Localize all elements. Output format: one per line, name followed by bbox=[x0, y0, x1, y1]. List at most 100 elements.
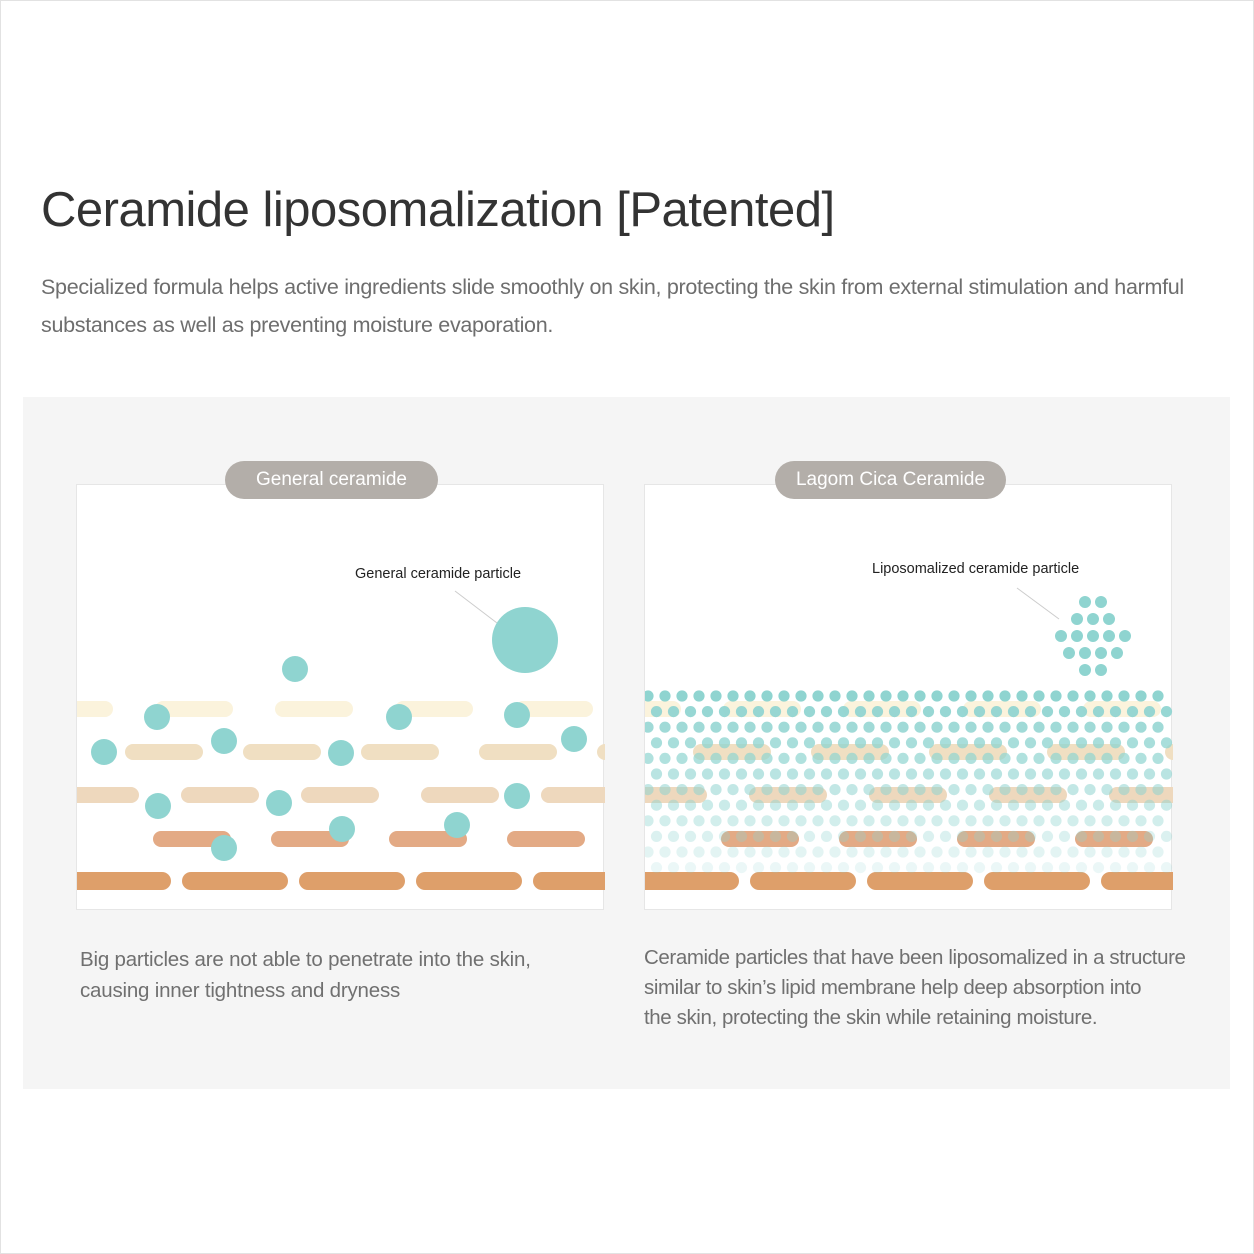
liposome-dot bbox=[786, 862, 799, 874]
liposome-dot bbox=[769, 862, 782, 874]
liposome-dot bbox=[684, 830, 697, 842]
lagom-layer-capsule bbox=[1101, 872, 1173, 890]
liposome-dot bbox=[1033, 784, 1045, 796]
liposome-dot bbox=[659, 721, 671, 733]
liposome-dot bbox=[1033, 690, 1045, 702]
general-layer-capsule bbox=[361, 744, 439, 760]
liposome-dot bbox=[1160, 706, 1173, 718]
liposome-dot bbox=[956, 737, 969, 749]
liposome-dot bbox=[999, 752, 1011, 764]
liposome-dot bbox=[752, 768, 765, 780]
liposome-dot bbox=[1084, 721, 1096, 733]
liposome-dot bbox=[1135, 784, 1147, 796]
liposome-dot bbox=[645, 752, 654, 764]
liposome-dot bbox=[812, 690, 824, 702]
page-description: Specialized formula helps active ingredi… bbox=[41, 275, 1184, 337]
liposome-dot bbox=[1143, 737, 1156, 749]
general-ceramide-dot bbox=[266, 790, 292, 816]
liposome-dot bbox=[710, 721, 722, 733]
liposome-dot bbox=[982, 752, 994, 764]
liposome-dot bbox=[1024, 862, 1037, 874]
liposome-dot bbox=[939, 830, 952, 842]
liposome-dot bbox=[1058, 737, 1071, 749]
liposome-dot bbox=[1067, 752, 1079, 764]
liposome-dot bbox=[829, 846, 841, 858]
liposome-dot bbox=[744, 690, 756, 702]
liposome-dot bbox=[829, 752, 841, 764]
liposome-dot bbox=[1050, 846, 1062, 858]
page-title: Ceramide liposomalization [Patented] bbox=[41, 183, 835, 237]
liposome-dot bbox=[1143, 799, 1156, 811]
liposome-dot bbox=[888, 862, 901, 874]
liposome-dot bbox=[905, 768, 918, 780]
general-ceramide-dot bbox=[91, 739, 117, 765]
liposome-dot bbox=[1050, 815, 1062, 827]
liposome-dot bbox=[956, 799, 969, 811]
liposome-dot bbox=[956, 706, 969, 718]
lagom-caption-line-3: the skin, protecting the skin while reta… bbox=[644, 1006, 1098, 1029]
liposome-dot bbox=[1050, 721, 1062, 733]
liposome-dot bbox=[786, 830, 799, 842]
liposome-dot bbox=[973, 768, 986, 780]
liposome-dot bbox=[1101, 690, 1113, 702]
liposome-dot bbox=[1135, 690, 1147, 702]
liposome-dot bbox=[812, 815, 824, 827]
liposome-dot bbox=[965, 690, 977, 702]
liposome-cluster-dot bbox=[1055, 630, 1067, 642]
liposome-dot bbox=[914, 784, 926, 796]
general-layer-capsule bbox=[515, 701, 593, 717]
liposome-dot bbox=[871, 862, 884, 874]
liposome-dot bbox=[769, 768, 782, 780]
liposome-dot bbox=[871, 737, 884, 749]
liposome-dot bbox=[718, 830, 731, 842]
general-layer-capsule bbox=[479, 744, 557, 760]
liposome-dot bbox=[922, 799, 935, 811]
liposome-dot bbox=[1041, 830, 1054, 842]
liposome-dot bbox=[693, 815, 705, 827]
general-layer-capsule bbox=[181, 787, 259, 803]
liposome-dot bbox=[931, 752, 943, 764]
general-ceramide-diagram bbox=[76, 484, 605, 910]
liposome-dot bbox=[854, 830, 867, 842]
liposome-cluster-dot bbox=[1119, 630, 1131, 642]
liposome-dot bbox=[837, 737, 850, 749]
liposome-dot bbox=[939, 706, 952, 718]
liposome-dot bbox=[880, 721, 892, 733]
general-layer-capsule bbox=[541, 787, 605, 803]
liposome-dot bbox=[1092, 768, 1105, 780]
liposome-dot bbox=[1126, 862, 1139, 874]
general-ceramide-dot bbox=[328, 740, 354, 766]
liposome-dot bbox=[1092, 862, 1105, 874]
liposome-dot bbox=[1016, 752, 1028, 764]
liposome-dot bbox=[778, 815, 790, 827]
liposome-dot bbox=[871, 768, 884, 780]
liposome-dot bbox=[931, 690, 943, 702]
liposome-dot bbox=[1152, 815, 1164, 827]
liposome-dot bbox=[701, 830, 714, 842]
liposome-dot bbox=[693, 690, 705, 702]
liposome-dot bbox=[645, 690, 654, 702]
liposome-dot bbox=[914, 846, 926, 858]
liposome-cluster-dot bbox=[1087, 630, 1099, 642]
liposome-dot bbox=[973, 706, 986, 718]
liposome-dot bbox=[931, 846, 943, 858]
liposome-dot bbox=[999, 846, 1011, 858]
liposome-dot bbox=[1152, 690, 1164, 702]
liposome-dot bbox=[650, 799, 663, 811]
liposome-dot bbox=[1050, 784, 1062, 796]
liposome-dot bbox=[854, 799, 867, 811]
liposome-dot bbox=[1109, 830, 1122, 842]
liposome-dot bbox=[1067, 846, 1079, 858]
liposome-dot bbox=[982, 784, 994, 796]
general-layer-capsule bbox=[416, 872, 522, 890]
liposome-dot bbox=[1152, 721, 1164, 733]
liposome-dot bbox=[990, 737, 1003, 749]
liposome-dot bbox=[718, 862, 731, 874]
liposome-dot bbox=[1041, 799, 1054, 811]
liposome-cluster-dot bbox=[1063, 647, 1075, 659]
liposome-dot bbox=[1024, 706, 1037, 718]
liposome-dot bbox=[982, 690, 994, 702]
liposome-dot bbox=[1118, 752, 1130, 764]
liposome-dot bbox=[1101, 784, 1113, 796]
liposome-dot bbox=[1118, 815, 1130, 827]
